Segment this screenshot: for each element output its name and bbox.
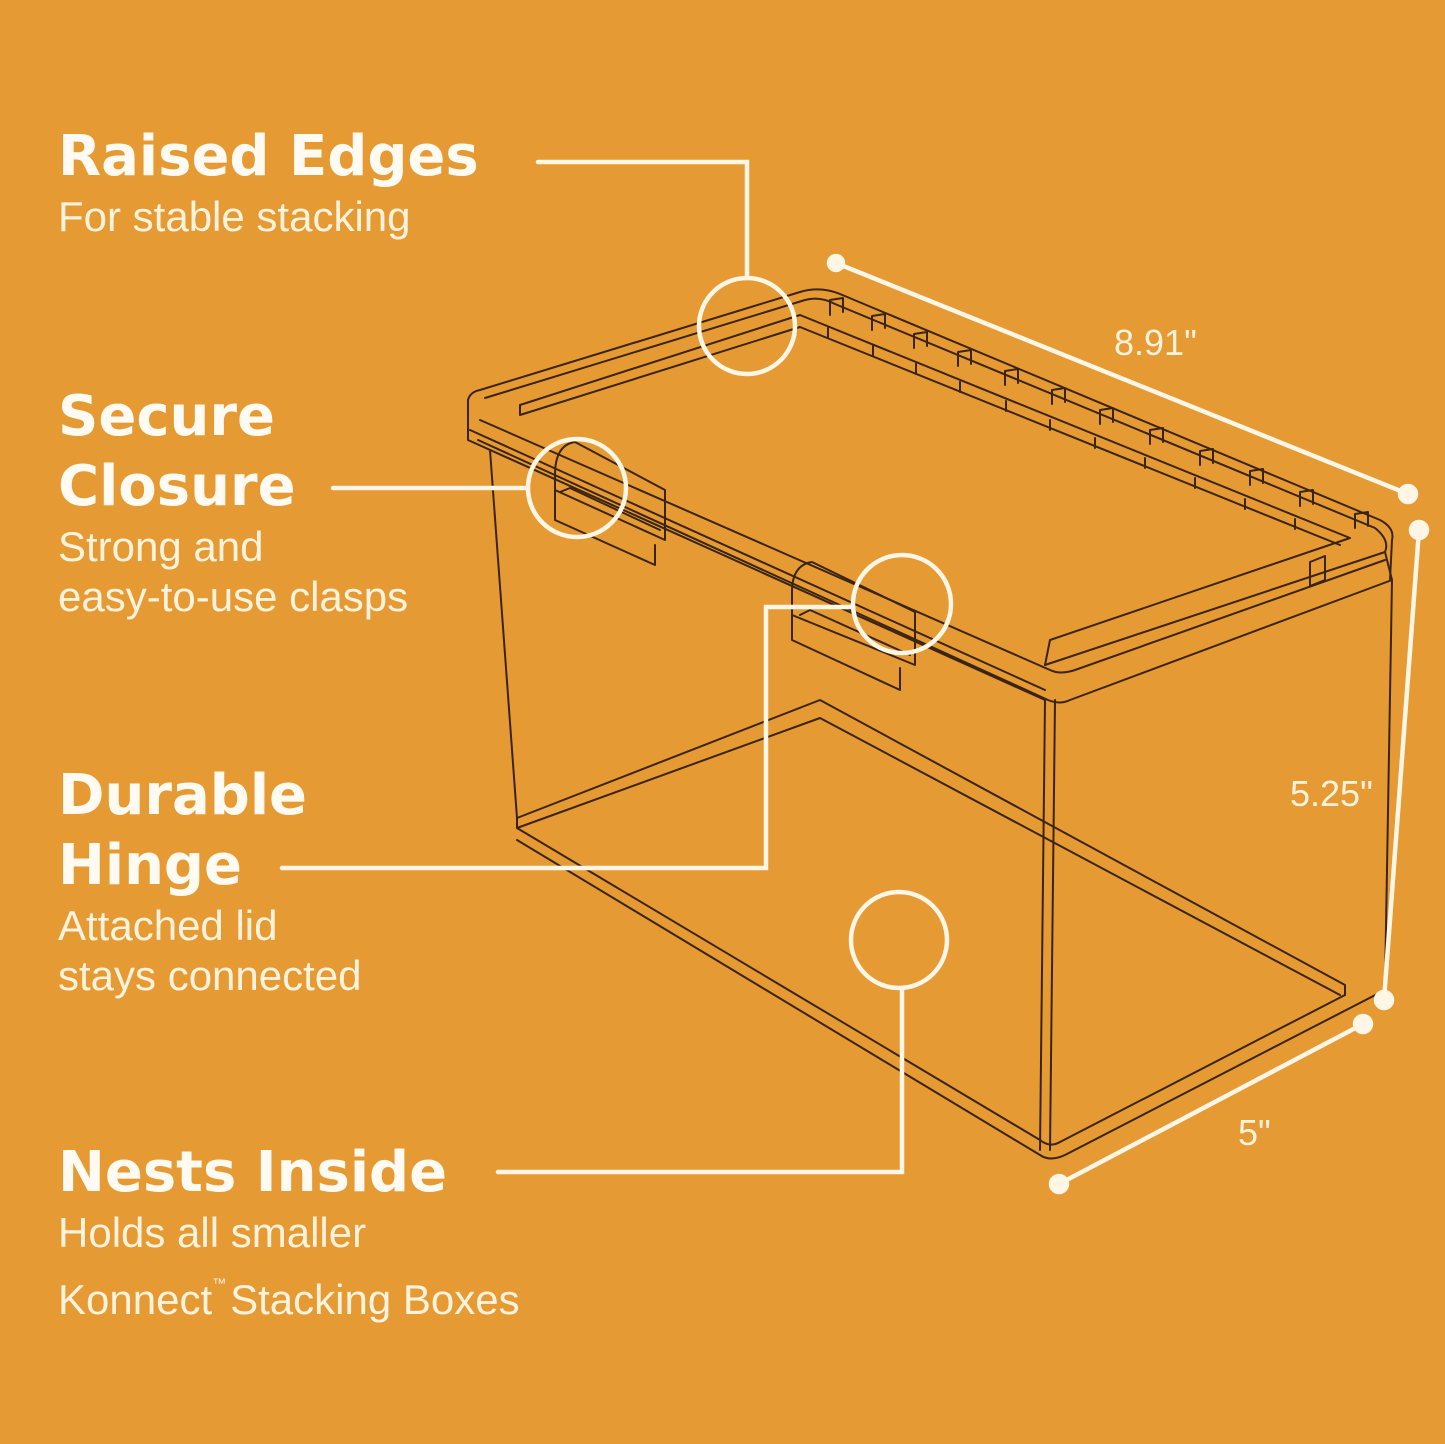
width-dimension-label: 5" <box>1238 1112 1271 1153</box>
length-dimension-line-icon <box>833 260 1411 497</box>
feature-description: For stable stacking <box>58 193 411 240</box>
dimension-lines <box>826 253 1430 1195</box>
callout-lines <box>279 159 954 1175</box>
durable-hinge-leader <box>279 604 856 871</box>
feature-title: Closure <box>58 454 296 519</box>
feature-description: easy-to-use clasps <box>58 573 409 620</box>
nests-inside-callout-circle-icon <box>848 889 950 991</box>
box-line-art <box>467 288 1394 1160</box>
feature-description: Strong and <box>58 523 264 570</box>
feature-title: Secure <box>58 384 275 449</box>
feature-title: Durable <box>58 763 308 828</box>
feature-title: Nests Inside <box>58 1140 448 1205</box>
feature-nests-inside: Nests Inside Holds all smaller Konnect™S… <box>58 1138 520 1325</box>
feature-title: Raised Edges <box>58 124 479 189</box>
durable-hinge-callout-circle-icon <box>850 552 954 656</box>
feature-secure-closure: Secure Closure Strong and easy-to-use cl… <box>58 382 408 622</box>
feature-description: Konnect™Stacking Boxes <box>58 1258 520 1325</box>
trademark-symbol: ™ <box>212 1275 227 1291</box>
secure-closure-callout-circle-icon <box>525 436 629 540</box>
height-dimension-label: 5.25" <box>1290 773 1373 814</box>
feature-title: Hinge <box>58 833 242 898</box>
width-dimension-line-icon <box>1056 1021 1366 1187</box>
product-name: Stacking Boxes <box>230 1276 520 1323</box>
length-dimension-label: 8.91" <box>1114 322 1197 363</box>
height-dimension-line-icon <box>1381 527 1422 1003</box>
brand-name: Konnect <box>58 1276 213 1323</box>
feature-description: stays connected <box>58 952 362 999</box>
nests-inside-leader <box>495 987 905 1175</box>
feature-description: Holds all smaller <box>58 1209 367 1256</box>
raised-edges-leader <box>535 159 750 281</box>
feature-durable-hinge: Durable Hinge Attached lid stays connect… <box>58 761 362 1001</box>
raised-edges-callout-circle-icon <box>696 275 798 377</box>
feature-description: Attached lid <box>58 902 278 949</box>
feature-raised-edges: Raised Edges For stable stacking <box>58 122 479 242</box>
